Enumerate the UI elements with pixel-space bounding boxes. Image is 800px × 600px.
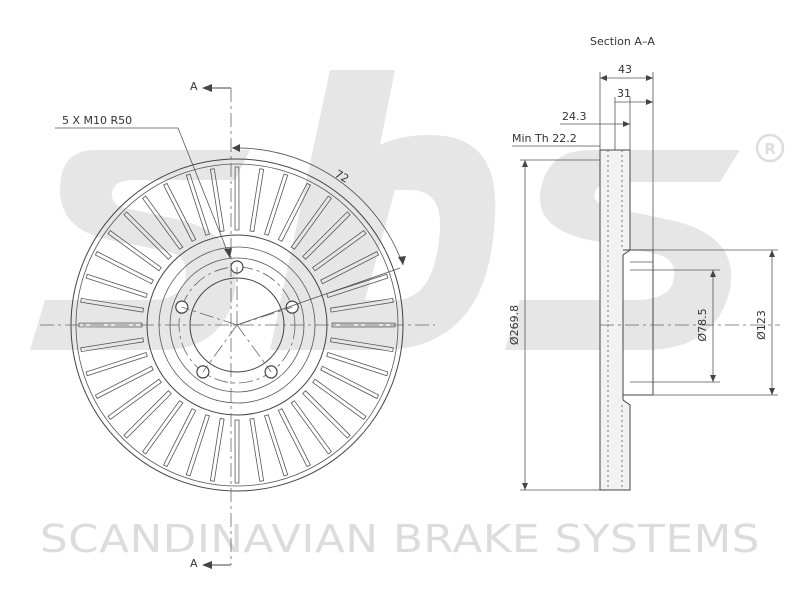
angle-dimension: 72 bbox=[231, 144, 406, 326]
cooling-vane bbox=[142, 195, 184, 250]
center-bore-dimension: Ø78.5 bbox=[653, 269, 720, 383]
cooling-vane bbox=[85, 273, 148, 299]
section-title: Section A–A bbox=[590, 35, 655, 48]
cooling-vane bbox=[85, 351, 148, 377]
cooling-vane bbox=[80, 297, 144, 313]
cooling-vane bbox=[249, 418, 265, 482]
cooling-vane bbox=[263, 173, 289, 236]
registered-mark-icon: R bbox=[755, 133, 785, 163]
cooling-vane bbox=[320, 365, 380, 399]
cooling-vane bbox=[234, 419, 240, 484]
cooling-vanes bbox=[78, 166, 396, 484]
watermark: R SCANDINAVIAN BRAKE SYSTEMS bbox=[30, 70, 785, 561]
cooling-vane bbox=[234, 166, 240, 231]
cooling-vane bbox=[326, 351, 389, 377]
section-marker-bottom: A bbox=[190, 557, 231, 570]
company-name: SCANDINAVIAN BRAKE SYSTEMS bbox=[40, 517, 760, 561]
outer-diameter-label: Ø269.8 bbox=[508, 305, 521, 345]
width-dimensions: 43 31 24.3 Min Th 22.2 bbox=[512, 63, 654, 250]
sbs-logo-icon bbox=[30, 70, 740, 350]
center-bore-label: Ø78.5 bbox=[696, 308, 709, 341]
bolt-center-line bbox=[181, 306, 238, 326]
hat-width-label: 31 bbox=[617, 87, 631, 100]
overall-width-label: 43 bbox=[618, 63, 632, 76]
cooling-vane bbox=[94, 251, 154, 285]
section-marker-top: A bbox=[190, 80, 231, 93]
cooling-vane bbox=[330, 297, 394, 313]
bolt-spec-label: 5 X M10 R50 bbox=[62, 114, 132, 127]
svg-text:R: R bbox=[764, 140, 776, 158]
bolt-spec-callout: 5 X M10 R50 bbox=[55, 114, 232, 259]
cooling-vane bbox=[185, 173, 211, 236]
cooling-vane bbox=[185, 414, 211, 477]
cooling-vane bbox=[302, 390, 351, 439]
cooling-vane bbox=[209, 168, 225, 232]
disc-section-view: Section A–A 43 31 bbox=[508, 35, 780, 491]
hat-diameter-dimension: Ø123 bbox=[653, 249, 778, 396]
cooling-vane bbox=[302, 211, 351, 260]
friction-ring-section bbox=[599, 149, 780, 491]
cooling-vane bbox=[123, 390, 172, 439]
svg-text:A: A bbox=[190, 557, 198, 570]
cooling-vane bbox=[142, 400, 184, 455]
cooling-vane bbox=[163, 408, 197, 468]
cooling-vane bbox=[331, 322, 396, 328]
cooling-vane bbox=[249, 168, 265, 232]
cooling-vane bbox=[290, 195, 332, 250]
cooling-vane bbox=[320, 251, 380, 285]
cooling-vane bbox=[330, 337, 394, 353]
angle-label: 72 bbox=[333, 167, 352, 185]
cooling-vane bbox=[163, 182, 197, 242]
cooling-vane bbox=[94, 365, 154, 399]
cooling-vane bbox=[312, 230, 367, 272]
cooling-vane bbox=[290, 400, 332, 455]
cooling-vane bbox=[209, 418, 225, 482]
svg-text:A: A bbox=[190, 80, 198, 93]
hat-diameter-label: Ø123 bbox=[755, 310, 768, 340]
min-thickness-label: Min Th 22.2 bbox=[512, 132, 577, 145]
bolt-center-line bbox=[236, 324, 272, 373]
disc-front-view: A A 5 X M10 R50 72 bbox=[40, 80, 435, 570]
outer-diameter-dimension: Ø269.8 bbox=[508, 159, 600, 491]
cooling-vane bbox=[78, 322, 143, 328]
cooling-vane bbox=[107, 378, 162, 420]
cooling-vane bbox=[123, 211, 172, 260]
cooling-vane bbox=[263, 414, 289, 477]
nominal-thickness-label: 24.3 bbox=[562, 110, 587, 123]
cooling-vane bbox=[326, 273, 389, 299]
cooling-vane bbox=[80, 337, 144, 353]
cooling-vane bbox=[277, 182, 311, 242]
cooling-vane bbox=[107, 230, 162, 272]
cooling-vane bbox=[277, 408, 311, 468]
cooling-vane bbox=[312, 378, 367, 420]
